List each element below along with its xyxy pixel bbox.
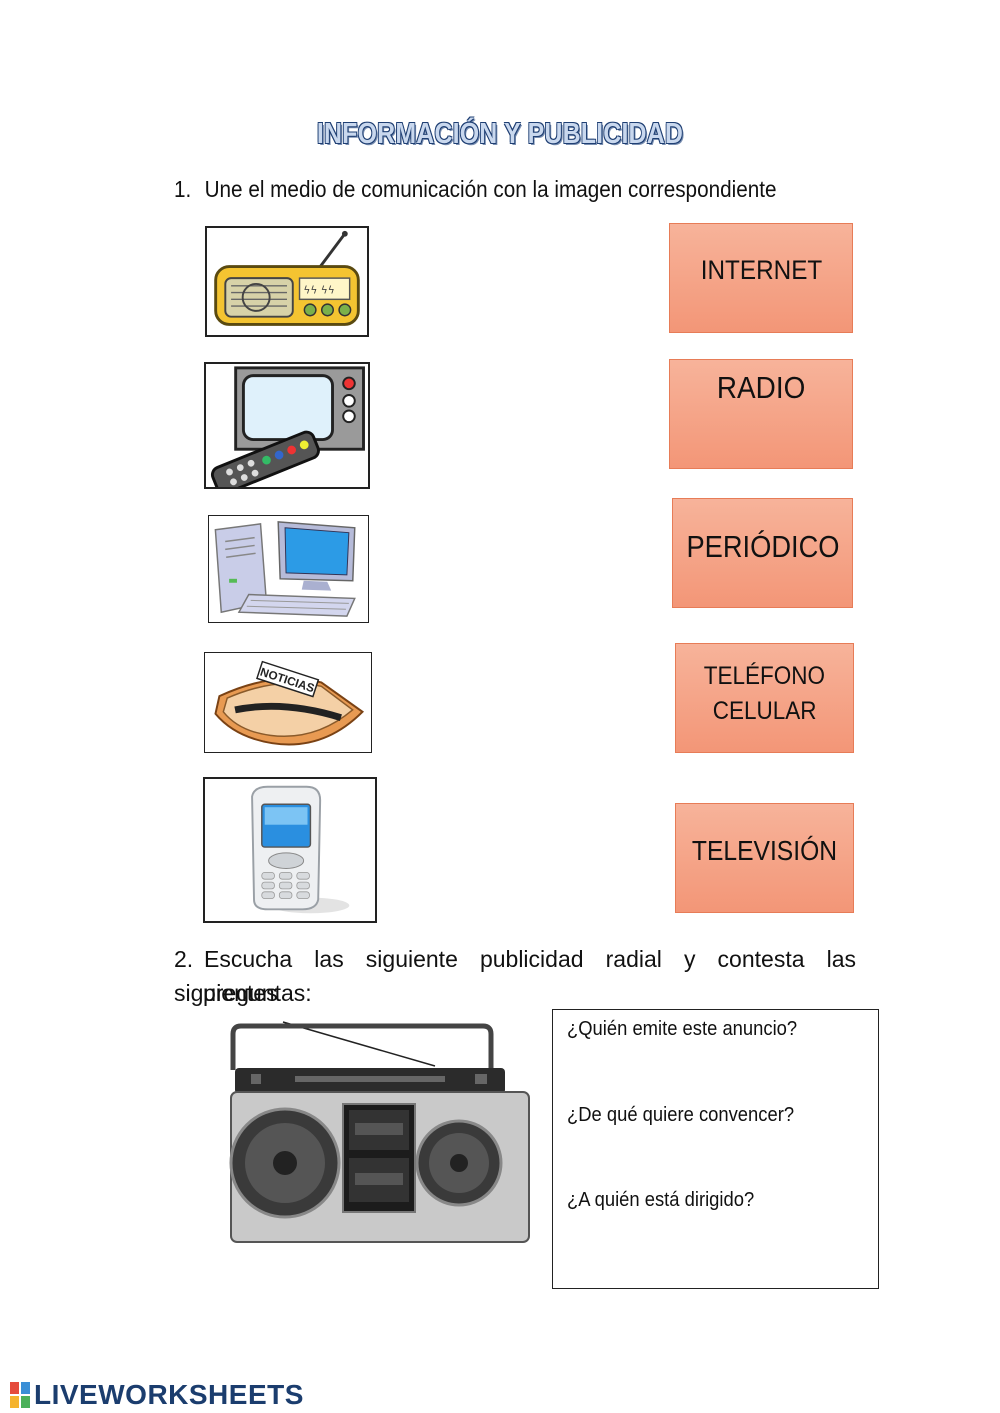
image-newspaper: NOTICIAS <box>204 652 372 753</box>
image-radio: ϟϟ ϟϟ <box>205 226 369 337</box>
image-cellphone <box>203 777 377 923</box>
option-radio[interactable]: RADIO <box>669 359 853 469</box>
question-1-text: Une el medio de comunicación con la imag… <box>204 176 777 202</box>
question-convince: ¿De qué quiere convencer? <box>567 1104 795 1126</box>
computer-icon <box>214 521 356 617</box>
option-radio-label: RADIO <box>716 370 806 405</box>
question-2: 2.Escucha las siguiente publicidad radia… <box>174 942 856 1010</box>
svg-text:ϟϟ ϟϟ: ϟϟ ϟϟ <box>303 285 334 297</box>
option-telefono-label: TELÉFONO <box>703 662 826 690</box>
option-telefono-celular[interactable]: TELÉFONO CELULAR <box>675 643 854 753</box>
radio-icon: ϟϟ ϟϟ <box>214 230 360 326</box>
question-2-text-line1: Escucha las siguiente publicidad radial … <box>174 946 856 1006</box>
cellphone-icon <box>251 785 350 914</box>
liveworksheets-logo-icon <box>10 1382 30 1408</box>
boombox-icon <box>229 1021 530 1243</box>
image-television <box>204 362 370 489</box>
image-boombox <box>225 1018 530 1246</box>
question-1: 1. Une el medio de comunicación con la im… <box>174 176 776 203</box>
option-internet-label: INTERNET <box>700 255 822 285</box>
option-television[interactable]: TELEVISIÓN <box>675 803 854 913</box>
option-television-label: TELEVISIÓN <box>691 835 838 866</box>
questions-box: ¿Quién emite este anuncio? ¿De qué quier… <box>552 1009 879 1289</box>
question-who-emits: ¿Quién emite este anuncio? <box>567 1018 798 1040</box>
option-periodico[interactable]: PERIÓDICO <box>672 498 853 608</box>
question-2-number: 2. <box>174 946 194 972</box>
image-computer <box>208 515 369 623</box>
question-1-number: 1. <box>174 176 192 202</box>
option-celular-label: CELULAR <box>712 697 817 725</box>
question-audience: ¿A quién está dirigido? <box>567 1189 755 1211</box>
newspaper-icon: NOTICIAS <box>214 660 365 746</box>
option-periodico-label: PERIÓDICO <box>685 529 840 564</box>
liveworksheets-logo: LIVEWORKSHEETS <box>10 1378 304 1412</box>
option-internet[interactable]: INTERNET <box>669 223 853 333</box>
page-title: INFORMACIÓN Y PUBLICIDAD <box>316 118 684 150</box>
television-remote-icon <box>210 366 365 487</box>
liveworksheets-logo-text: LIVEWORKSHEETS <box>34 1379 304 1410</box>
question-2-text-line2: preguntas: <box>203 980 312 1006</box>
